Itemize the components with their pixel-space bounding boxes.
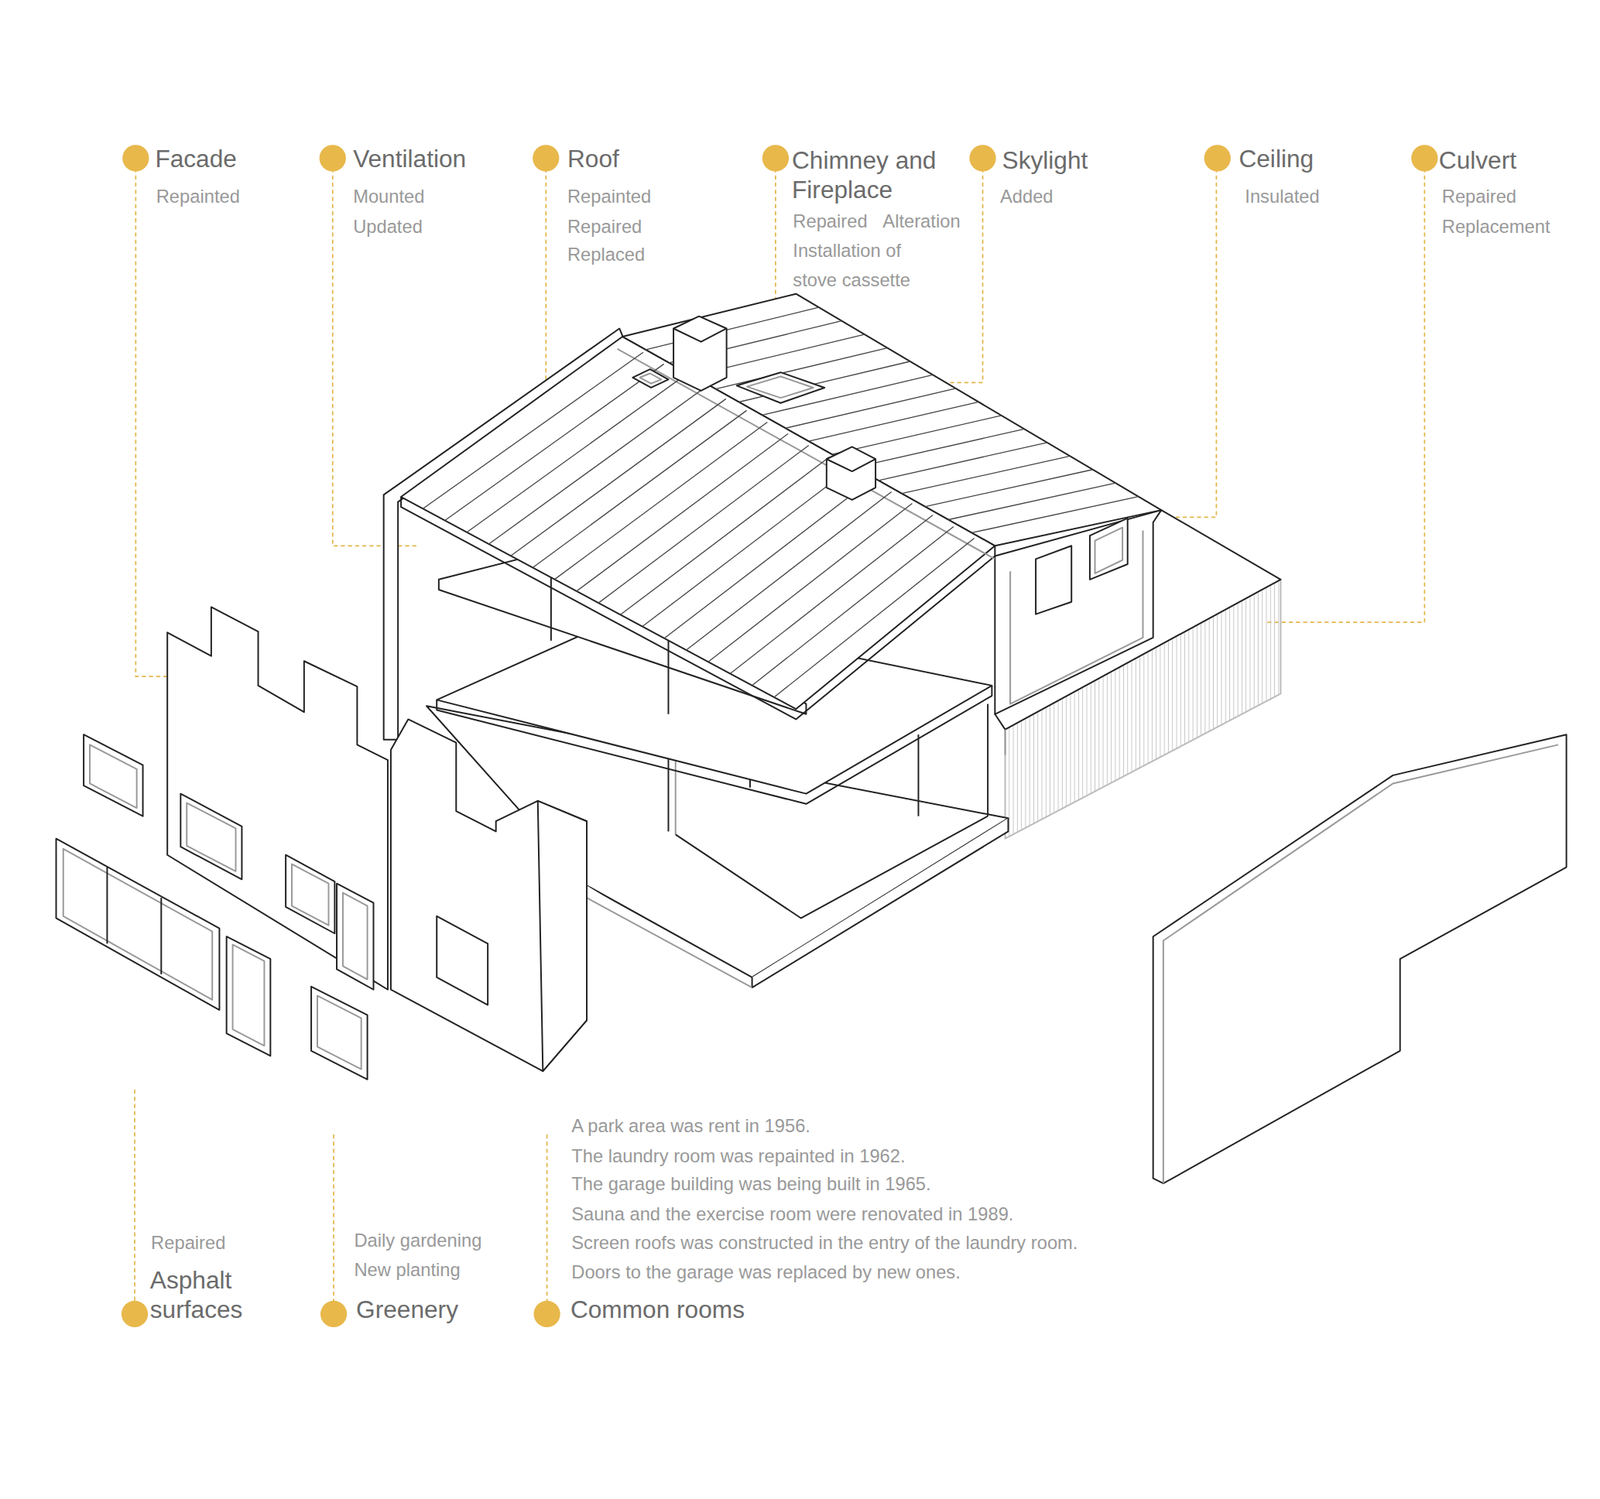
callout-note: Alteration (882, 207, 960, 237)
roof-seam (645, 307, 819, 350)
callout-note: Repaired (150, 1228, 226, 1258)
roof-seam (774, 538, 975, 698)
roof-seam (948, 483, 1116, 520)
callout-note: Sauna and the exercise room were renovat… (571, 1199, 1014, 1230)
callout-heading: Asphalt surfaces (150, 1265, 268, 1325)
callout-note: A park area was rent in 1956. (571, 1112, 811, 1142)
roof-seam (971, 496, 1138, 534)
callout-heading: Roof (567, 143, 620, 174)
callout-note: Added (1000, 182, 1054, 213)
callout-note: Repaired (1442, 182, 1517, 213)
callout-heading: Chimney and Fireplace (791, 144, 966, 204)
callout-note: The laundry room was repainted in 1962. (571, 1141, 905, 1172)
callout-note: Replaced (567, 240, 645, 271)
callout-heading: Common rooms (570, 1295, 745, 1325)
callout-note: Mounted (352, 182, 425, 213)
callout-note: Replacement (1442, 212, 1551, 242)
roof-seam (808, 401, 979, 442)
roof-seam (855, 428, 1025, 468)
callout-note: Repaired (567, 212, 642, 242)
callout-note: Repainted (156, 182, 240, 213)
callout-heading: Ceiling (1238, 143, 1314, 174)
callout-note: Repainted (567, 182, 651, 213)
callout-note: Daily gardening (353, 1226, 482, 1257)
callout-heading: Greenery (356, 1295, 459, 1325)
callout-note: The garage building was being built in 1… (571, 1170, 931, 1200)
callout-note: Insulated (1244, 182, 1320, 213)
roof-seam (708, 503, 913, 663)
roof-seam (729, 515, 933, 675)
roof-seam (752, 527, 954, 686)
callout-note: Screen roofs was constructed in the entr… (571, 1228, 1078, 1258)
exploded-facade (56, 606, 588, 1080)
callout-heading: Skylight (1002, 144, 1089, 175)
separate-wall (1153, 734, 1567, 1184)
callout-note: New planting (353, 1256, 460, 1286)
roof-seam (785, 388, 956, 429)
roof-seam (832, 415, 1002, 455)
callout-heading: Ventilation (352, 143, 466, 174)
callout-heading: Facade (154, 143, 237, 174)
callout-heading: Culvert (1438, 144, 1517, 175)
callout-dots (121, 144, 1439, 1328)
callout-note: Repaired (792, 207, 867, 237)
roof-seam (878, 442, 1048, 481)
roof-seam (901, 455, 1070, 494)
callout-note: Updated (352, 212, 423, 242)
callout-note: Installation of stove cassette (792, 236, 946, 295)
roof-seam (925, 469, 1093, 508)
callout-note: Doors to the garage was replaced by new … (571, 1257, 961, 1288)
